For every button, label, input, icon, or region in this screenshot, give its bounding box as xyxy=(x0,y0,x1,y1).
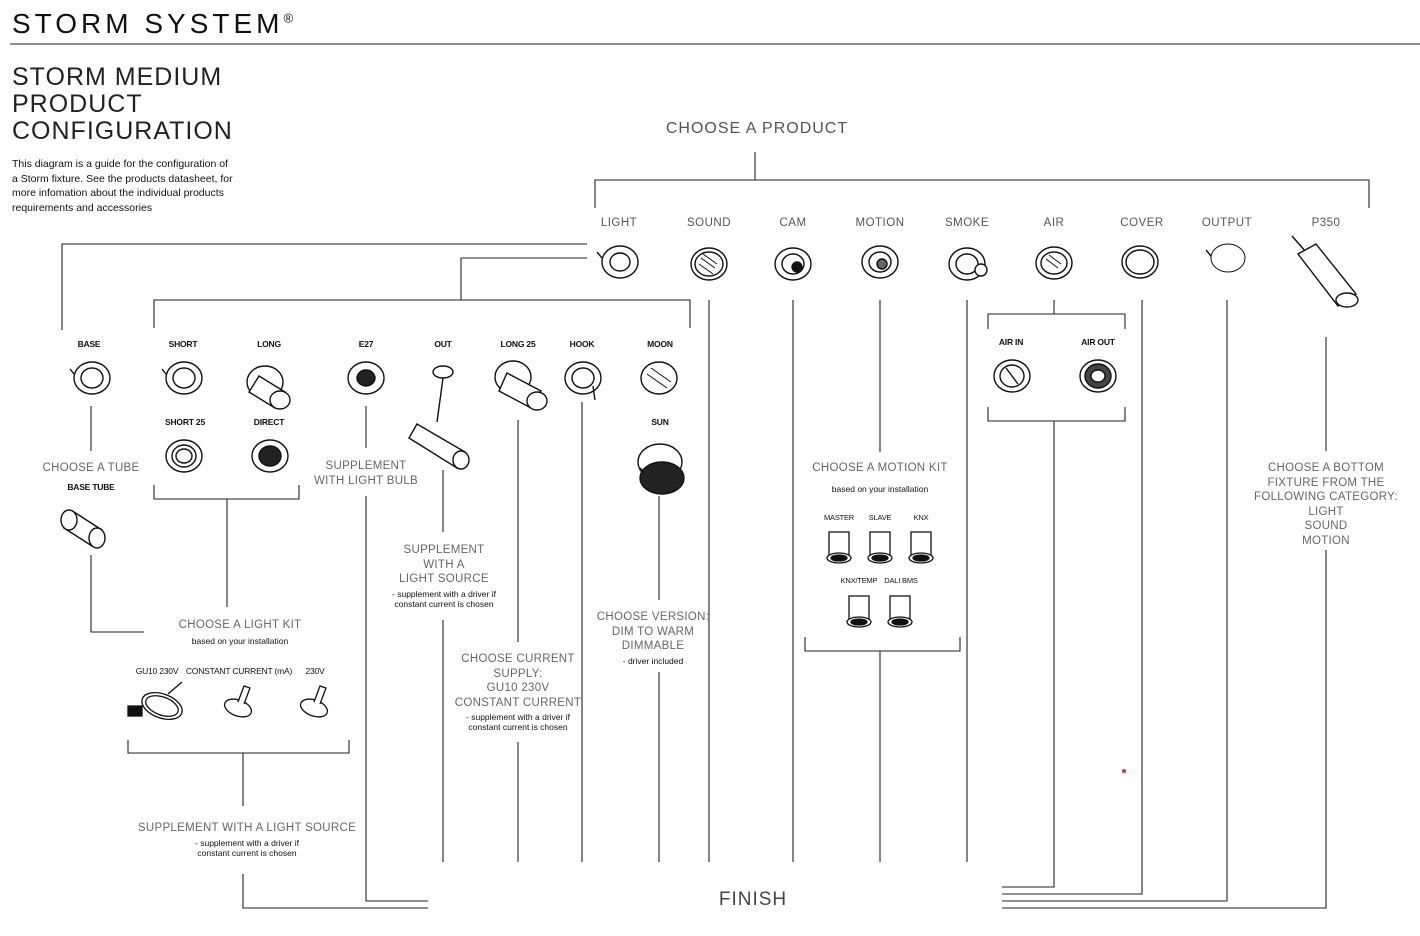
product-output-label: OUTPUT xyxy=(1201,217,1253,229)
air-in-icon xyxy=(993,359,1031,393)
product-smoke-label: SMOKE xyxy=(944,217,990,229)
hook-icon xyxy=(564,361,602,401)
product-air-label: AIR xyxy=(1043,217,1065,229)
gu10-kit-icon xyxy=(127,681,183,721)
constant-current-kit-icon xyxy=(223,685,253,718)
choose-product-heading: CHOOSE A PRODUCT xyxy=(665,120,849,137)
slave-icon xyxy=(867,531,893,564)
product-p350-label: P350 xyxy=(1311,217,1341,229)
knx-temp-label: KNX/TEMP xyxy=(840,576,878,585)
choose-tube-heading: CHOOSE A TUBE xyxy=(42,462,140,474)
supplement-source-kit-heading: SUPPLEMENT WITH A LIGHT SOURCE xyxy=(137,822,357,834)
moon-icon xyxy=(640,361,678,395)
direct-icon xyxy=(251,439,289,473)
light-kit-sub: based on your installation xyxy=(191,636,289,646)
dali-bms-label: DALI BMS xyxy=(884,576,918,585)
230v-kit-icon xyxy=(299,685,329,718)
p350-icon xyxy=(1291,235,1359,308)
air-out-label: AIR OUT xyxy=(1081,337,1115,347)
out-icon xyxy=(408,365,470,470)
light-kit-heading: CHOOSE A LIGHT KIT xyxy=(178,619,302,631)
direct-label: DIRECT xyxy=(253,417,285,427)
short-icon xyxy=(161,361,203,395)
supplement-source-kit-note: - supplement with a driver if constant c… xyxy=(195,838,299,858)
out-label: OUT xyxy=(434,339,452,349)
supplement-source-out-note: - supplement with a driver if constant c… xyxy=(392,589,496,609)
hook-label: HOOK xyxy=(569,339,595,349)
current-supply-text: CHOOSE CURRENT SUPPLY: GU10 230V CONSTAN… xyxy=(454,653,582,709)
motion-icon xyxy=(861,245,899,279)
air-out-icon xyxy=(1079,359,1117,393)
finish-label: FINISH xyxy=(718,889,788,910)
page-title: STORM MEDIUM PRODUCT CONFIGURATION xyxy=(12,63,233,145)
motion-kit-sub: based on your installation xyxy=(831,484,929,494)
supplement-bulb-text: SUPPLEMENT WITH LIGHT BULB xyxy=(314,460,418,487)
e27-label: E27 xyxy=(358,339,374,349)
version-text: CHOOSE VERSION: DIM TO WARM DIMMABLE xyxy=(596,611,710,652)
moon-label: MOON xyxy=(647,339,673,349)
kit-constant-current-label: CONSTANT CURRENT (mA) xyxy=(185,666,293,676)
base-label: BASE xyxy=(77,339,101,349)
brand-title: STORM SYSTEM® xyxy=(12,8,294,39)
product-light-label: LIGHT xyxy=(600,217,638,229)
product-cam-label: CAM xyxy=(779,217,807,229)
long25-label: LONG 25 xyxy=(500,339,536,349)
long25-icon xyxy=(494,360,548,411)
sun-label: SUN xyxy=(651,417,669,427)
supplement-source-out-text: SUPPLEMENT WITH A LIGHT SOURCE xyxy=(399,544,489,585)
knx-icon xyxy=(908,531,934,564)
light-icon xyxy=(596,245,639,279)
dali-bms-icon xyxy=(887,595,913,628)
red-dot-marker xyxy=(1122,769,1126,773)
slave-label: SLAVE xyxy=(868,513,892,522)
cam-icon xyxy=(774,247,812,281)
output-icon xyxy=(1205,243,1246,273)
air-icon xyxy=(1035,246,1073,280)
smoke-icon xyxy=(948,247,988,281)
air-in-label: AIR IN xyxy=(998,337,1024,347)
master-icon xyxy=(826,531,852,564)
kit-230v-label: 230V xyxy=(305,666,325,676)
base-icon xyxy=(69,361,111,395)
bottom-fixture-text: CHOOSE A BOTTOM FIXTURE FROM THE FOLLOWI… xyxy=(1254,462,1398,547)
knx-temp-icon xyxy=(846,595,872,628)
base-tube-icon xyxy=(60,509,106,549)
short25-label: SHORT 25 xyxy=(165,417,205,427)
current-supply-note: - supplement with a driver if constant c… xyxy=(466,712,570,732)
knx-label: KNX xyxy=(913,513,929,522)
version-note: - driver included xyxy=(622,656,684,666)
sound-icon xyxy=(690,247,728,281)
intro-text: This diagram is a guide for the configur… xyxy=(12,158,233,214)
cover-icon xyxy=(1121,245,1159,279)
motion-kit-heading: CHOOSE A MOTION KIT xyxy=(812,462,948,474)
product-sound-label: SOUND xyxy=(686,217,732,229)
sun-icon xyxy=(637,443,685,495)
e27-icon xyxy=(347,361,385,395)
long-icon xyxy=(246,365,291,410)
product-motion-label: MOTION xyxy=(855,217,905,229)
short25-icon xyxy=(165,439,203,473)
long-label: LONG xyxy=(257,339,281,349)
product-cover-label: COVER xyxy=(1120,217,1164,229)
base-tube-label: BASE TUBE xyxy=(67,482,115,492)
short-label: SHORT xyxy=(168,339,198,349)
kit-gu10-label: GU10 230V xyxy=(135,666,179,676)
master-label: MASTER xyxy=(823,513,855,522)
